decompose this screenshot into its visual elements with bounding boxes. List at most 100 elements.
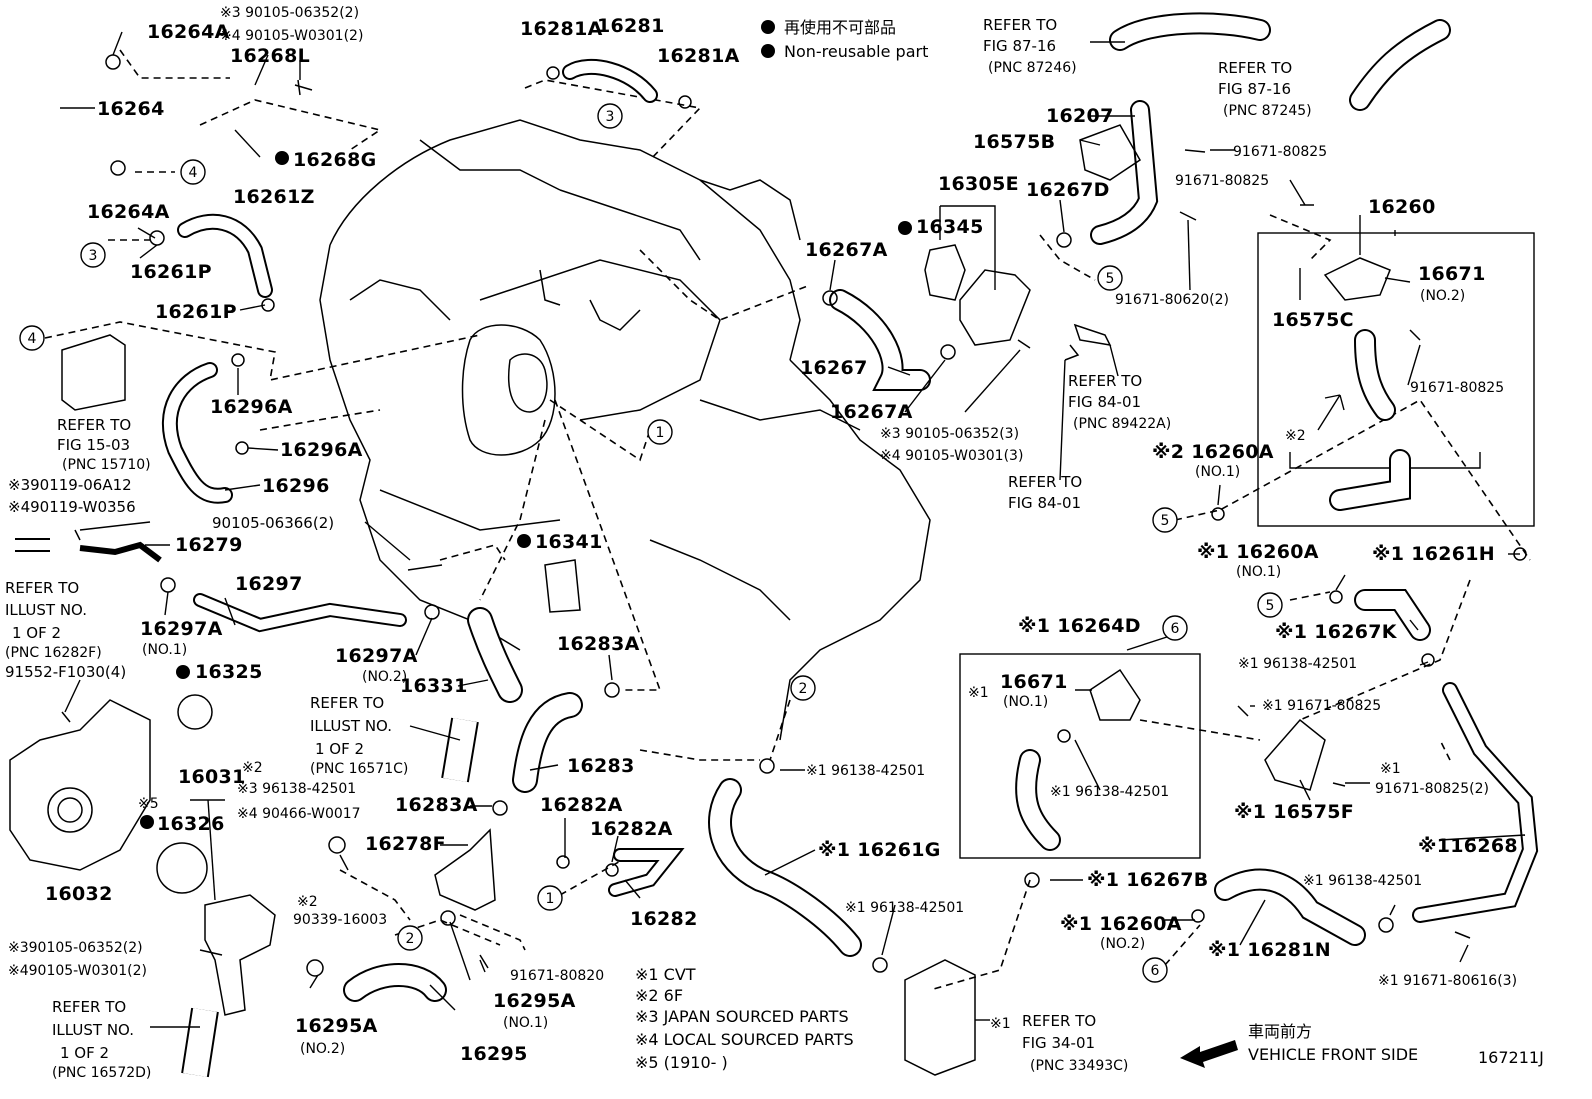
part-labels: 16264A ※3 90105-06352(2) ※4 90105-W0301(… <box>5 5 1518 1081</box>
label-96138-42501: ※1 96138-42501 <box>806 763 925 779</box>
refer-16572D-line3: 1 OF 2 <box>60 1044 109 1062</box>
footnotes: ※1 CVT ※2 6F ※3 JAPAN SOURCED PARTS ※4 L… <box>635 965 854 1072</box>
label-16268G: 16268G <box>293 149 377 171</box>
svg-text:5: 5 <box>1161 513 1170 529</box>
label-16264A: 16264A <box>147 21 230 43</box>
refer-fig-15-03-line3: (PNC 15710) <box>62 457 151 473</box>
label-90105-W0301: ※4 90105-W0301(3) <box>880 448 1023 464</box>
label-16671: 16671 <box>1000 671 1068 693</box>
callout-2 <box>397 925 423 951</box>
refer-16282F-line2: ILLUST NO. <box>5 601 87 619</box>
label-96138-42501: ※1 96138-42501 <box>1303 873 1422 889</box>
label-16267B: ※1 16267B <box>1087 869 1209 891</box>
label-16267D: 16267D <box>1026 179 1110 201</box>
refer-33493C-line3: (PNC 33493C) <box>1030 1058 1128 1074</box>
label-s1: ※1 <box>990 1016 1011 1032</box>
callout-1 <box>647 419 673 445</box>
svg-text:4: 4 <box>28 331 37 347</box>
callout-5 <box>1257 592 1283 618</box>
label-96138-42501: ※1 96138-42501 <box>1238 656 1357 672</box>
group-box-16260 <box>1257 232 1535 527</box>
label-16283A: 16283A <box>395 794 478 816</box>
label-91671-80825: ※1 91671-80825 <box>1262 698 1381 714</box>
label-16296A: 16296A <box>280 439 363 461</box>
label-16295A-sub: (NO.1) <box>503 1015 548 1031</box>
front-label-jp: 車両前方 <box>1248 1022 1312 1041</box>
refer-89422A-line1: REFER TO <box>1068 372 1142 390</box>
refer-33493C-line2: FIG 34-01 <box>1022 1034 1095 1052</box>
svg-text:1: 1 <box>546 891 555 907</box>
label-91671-80820: 91671-80820 <box>510 968 604 984</box>
svg-text:2: 2 <box>406 931 415 947</box>
svg-text:6: 6 <box>1151 963 1160 979</box>
label-90119-06A12: ※390119-06A12 <box>8 476 132 494</box>
svg-text:4: 4 <box>189 165 198 181</box>
label-90105-06366: 90105-06366(2) <box>212 514 334 532</box>
label-16260A: ※2 16260A <box>1152 441 1274 463</box>
label-90339-16003: 90339-16003 <box>293 912 387 928</box>
refer-16282F-line3: 1 OF 2 <box>12 624 61 642</box>
label-16267: 16267 <box>800 357 868 379</box>
label-16260A-sub: (NO.1) <box>1195 464 1240 480</box>
group-box-16264D <box>959 653 1201 859</box>
svg-text:5: 5 <box>1266 598 1275 614</box>
label-91671-80825: 91671-80825 <box>1233 144 1327 160</box>
refer-87246-line2: FIG 87-16 <box>983 37 1056 55</box>
label-91671-80616: ※1 91671-80616(3) <box>1378 973 1517 989</box>
label-16575B: 16575B <box>973 131 1055 153</box>
note-line: ※5 (1910- ) <box>635 1053 728 1072</box>
non-reusable-dot-icon <box>176 665 190 679</box>
note-line: ※3 JAPAN SOURCED PARTS <box>635 1007 849 1026</box>
label-16264: 16264 <box>97 98 165 120</box>
svg-text:1: 1 <box>656 425 665 441</box>
label-16341: 16341 <box>535 531 603 553</box>
svg-text:5: 5 <box>1106 271 1115 287</box>
label-s2: ※2 <box>1285 428 1306 444</box>
refer-16572D-line2: ILLUST NO. <box>52 1021 134 1039</box>
note-line: ※4 LOCAL SOURCED PARTS <box>635 1030 854 1049</box>
label-16671: 16671 <box>1418 263 1486 285</box>
non-reusable-dot-icon <box>275 151 289 165</box>
callouts: 4 3 4 3 1 1 2 2 5 5 5 6 6 <box>19 103 1283 983</box>
refer-89422A-line2: FIG 84-01 <box>1068 393 1141 411</box>
label-91671-80825: 91671-80825 <box>1175 173 1269 189</box>
label-16295A: 16295A <box>295 1015 378 1037</box>
label-16345: 16345 <box>916 216 984 238</box>
dashed-leaders <box>44 49 1531 991</box>
label-16297: 16297 <box>235 573 303 595</box>
label-16267A: 16267A <box>830 401 913 423</box>
label-16264A: 16264A <box>87 201 170 223</box>
label-16295: 16295 <box>460 1043 528 1065</box>
label-16260A-sub: (NO.1) <box>1236 564 1281 580</box>
legend: 再使用不可部品 Non-reusable part <box>761 18 928 61</box>
refer-16572D-line1: REFER TO <box>52 998 126 1016</box>
leader-lines <box>60 31 1526 1028</box>
label-16032: 16032 <box>45 883 113 905</box>
callout-5 <box>1152 507 1178 533</box>
label-96138-42501: ※1 96138-42501 <box>845 900 964 916</box>
callout-6 <box>1162 615 1188 641</box>
engine-block-sketch <box>319 119 931 741</box>
svg-text:6: 6 <box>1171 621 1180 637</box>
label-16261P: 16261P <box>155 301 237 323</box>
svg-text:2: 2 <box>799 681 808 697</box>
refer-87245-line3: (PNC 87245) <box>1223 103 1312 119</box>
label-16575C: 16575C <box>1272 309 1354 331</box>
label-16282: 16282 <box>630 908 698 930</box>
label-16282A: 16282A <box>540 794 623 816</box>
label-16261P: 16261P <box>130 261 212 283</box>
callout-4 <box>19 325 45 351</box>
label-s5: ※5 <box>138 796 159 812</box>
legend-label-jp: 再使用不可部品 <box>784 18 896 37</box>
non-reusable-dot-icon <box>140 815 154 829</box>
refer-87245-line2: FIG 87-16 <box>1218 80 1291 98</box>
refer-89422A-line3: (PNC 89422A) <box>1073 416 1171 432</box>
label-16281A: 16281A <box>520 18 603 40</box>
label-s1: ※1 <box>968 685 989 701</box>
label-16295A: 16295A <box>493 990 576 1012</box>
label-16295A-sub: (NO.2) <box>300 1041 345 1057</box>
label-16297A-sub: (NO.2) <box>362 669 407 685</box>
label-16326: 16326 <box>157 813 225 835</box>
label-16305E: 16305E <box>938 173 1019 195</box>
refer-87245-line1: REFER TO <box>1218 59 1292 77</box>
